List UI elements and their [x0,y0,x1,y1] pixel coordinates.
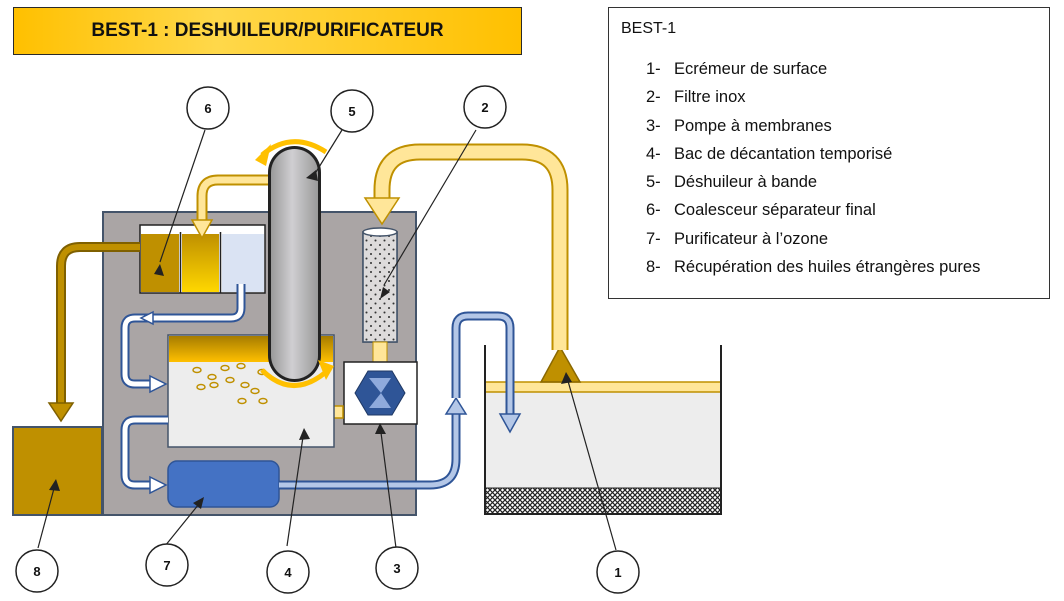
legend-item: 5- Déshuileur à bande [646,172,980,200]
belt-oil-skimmer [268,146,321,382]
svg-text:6: 6 [204,101,211,116]
legend-list: 1- Ecrémeur de surface 2- Filtre inox 3- Po… [646,59,980,285]
callout-1: 1 [596,550,640,594]
svg-text:5: 5 [348,104,355,119]
callout-6: 6 [186,86,230,130]
coalescer-to-recovery-pipe [47,242,140,423]
diagram-title: BEST-1 : DESHUILEUR/PURIFICATEUR [13,7,522,55]
legend-item-label: Purificateur à l’ozone [674,229,829,248]
legend-item: 6- Coalesceur séparateur final [646,200,980,228]
legend-item-number: 4- [646,144,661,163]
svg-text:7: 7 [163,558,170,573]
legend-item: 1- Ecrémeur de surface [646,59,980,87]
callout-leader-lines [37,129,617,551]
surface-skimmer [539,345,582,383]
oil-recovery-tank [12,426,103,516]
legend-panel: BEST-1 1- Ecrémeur de surface 2- Filtre in… [608,7,1050,299]
belt-to-coalescer-arrow [190,174,270,240]
ozone-purifier [167,460,280,508]
svg-text:2: 2 [481,100,488,115]
coalescer-to-decanter-return [120,284,246,394]
callout-3: 3 [375,546,419,590]
svg-text:3: 3 [393,561,400,576]
callout-arrowheads [49,170,572,509]
svg-text:1: 1 [614,565,621,580]
membrane-pump [343,361,418,425]
legend-item-label: Récupération des huiles étrangères pures [674,258,981,277]
belt-rotation-arrows [255,139,334,388]
legend-item-number: 3- [646,116,661,135]
legend-item-label: Bac de décantation temporisé [674,144,893,163]
callout-7: 7 [145,543,189,587]
stainless-filter [362,227,398,363]
legend-item-label: Déshuileur à bande [674,173,818,192]
legend-item-number: 2- [646,88,661,107]
legend-item-label: Ecrémeur de surface [674,60,828,78]
settling-tank [484,345,722,515]
svg-text:4: 4 [284,565,292,580]
oil-water-intake-pipe [363,143,569,350]
callout-2: 2 [463,85,507,129]
legend-item-number: 1- [646,60,661,78]
callout-5: 5 [330,89,374,133]
legend-item-number: 7- [646,229,661,248]
legend-item-label: Coalesceur séparateur final [674,201,876,220]
svg-text:8: 8 [33,564,40,579]
legend-item: 4- Bac de décantation temporisé [646,144,980,172]
legend-item-number: 6- [646,201,661,220]
legend-item-label: Filtre inox [674,88,746,107]
legend-title: BEST-1 [621,20,677,37]
callout-8: 8 [15,549,59,593]
legend-item: 7- Purificateur à l’ozone [646,229,980,257]
legend-item-number: 5- [646,173,661,192]
legend-item-number: 8- [646,258,661,277]
legend-item: 3- Pompe à membranes [646,116,980,144]
purifier-return-pipe [279,311,522,490]
legend-item-label: Pompe à membranes [674,116,832,135]
legend-item: 8- Récupération des huiles étrangères pur… [646,257,980,285]
decanter-to-purifier-arrow [120,415,168,495]
callout-4: 4 [266,550,310,594]
legend-item: 2- Filtre inox [646,87,980,115]
